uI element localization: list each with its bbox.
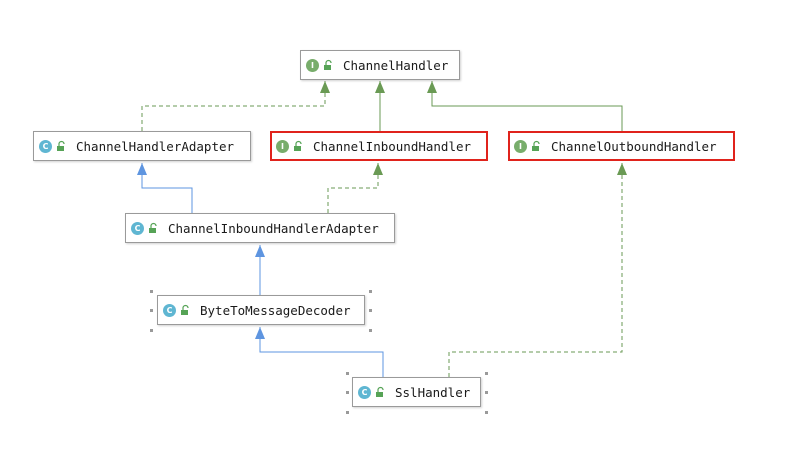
edge-outbound-extends-handler (431, 81, 623, 131)
abstract-class-badge-icon: C (163, 303, 176, 317)
selection-handle (346, 411, 349, 414)
selection-frame-decoder (150, 290, 372, 332)
lock-open-icon (149, 222, 157, 233)
lock-open-icon (324, 59, 332, 70)
arrowhead-extends (255, 327, 265, 339)
interface-badge-icon: I (514, 139, 527, 153)
edge-inbound-adapter-implements-inbound (327, 163, 379, 213)
selection-handle (485, 411, 488, 414)
selection-handle (485, 372, 488, 375)
node-channel-outbound-handler[interactable]: I ChannelOutboundHandler (508, 131, 735, 161)
edge-adapter-implements-handler (141, 81, 326, 131)
lock-open-icon (294, 140, 302, 151)
selection-handle (369, 329, 372, 332)
selection-handle (150, 329, 153, 332)
node-channel-handler-adapter[interactable]: C ChannelHandlerAdapter (33, 131, 251, 161)
arrowhead-extends-interface (427, 81, 437, 93)
selection-handle (346, 372, 349, 375)
selection-handle (346, 391, 349, 394)
lock-open-icon (376, 386, 384, 397)
node-channel-handler[interactable]: I ChannelHandler (300, 50, 460, 80)
edge-ssl-extends-decoder (259, 327, 384, 377)
node-label: ChannelHandlerAdapter (76, 138, 235, 154)
edge-ssl-implements-outbound (448, 163, 623, 377)
node-label: ByteToMessageDecoder (200, 302, 351, 318)
node-label: ChannelInboundHandler (313, 138, 472, 154)
node-byte-to-message-decoder[interactable]: C ByteToMessageDecoder (157, 295, 365, 325)
class-badge-icon: C (358, 385, 371, 399)
arrowhead-extends-interface (375, 81, 385, 93)
lock-open-icon (181, 304, 189, 315)
node-label: SslHandler (395, 384, 471, 400)
node-label: ChannelInboundHandlerAdapter (168, 220, 379, 236)
arrowhead-implements (320, 81, 330, 93)
arrowhead-extends (255, 245, 265, 257)
selection-handle (150, 290, 153, 293)
interface-badge-icon: I (306, 58, 319, 72)
node-channel-inbound-handler[interactable]: I ChannelInboundHandler (270, 131, 488, 161)
selection-handle (485, 391, 488, 394)
selection-frame-ssl (346, 372, 488, 414)
class-badge-icon: C (131, 221, 144, 235)
node-ssl-handler[interactable]: C SslHandler (352, 377, 481, 407)
arrowhead-implements (617, 163, 627, 175)
lock-open-icon (57, 140, 65, 151)
arrowhead-implements (373, 163, 383, 175)
selection-handle (369, 290, 372, 293)
selection-handle (369, 309, 372, 312)
node-label: ChannelHandler (343, 57, 449, 73)
class-badge-icon: C (39, 139, 52, 153)
node-channel-inbound-handler-adapter[interactable]: C ChannelInboundHandlerAdapter (125, 213, 395, 243)
interface-badge-icon: I (276, 139, 289, 153)
node-label: ChannelOutboundHandler (551, 138, 717, 154)
lock-open-icon (532, 140, 540, 151)
selection-handle (150, 309, 153, 312)
arrowhead-extends (137, 163, 147, 175)
edge-inbound-adapter-extends-adapter (141, 163, 193, 213)
